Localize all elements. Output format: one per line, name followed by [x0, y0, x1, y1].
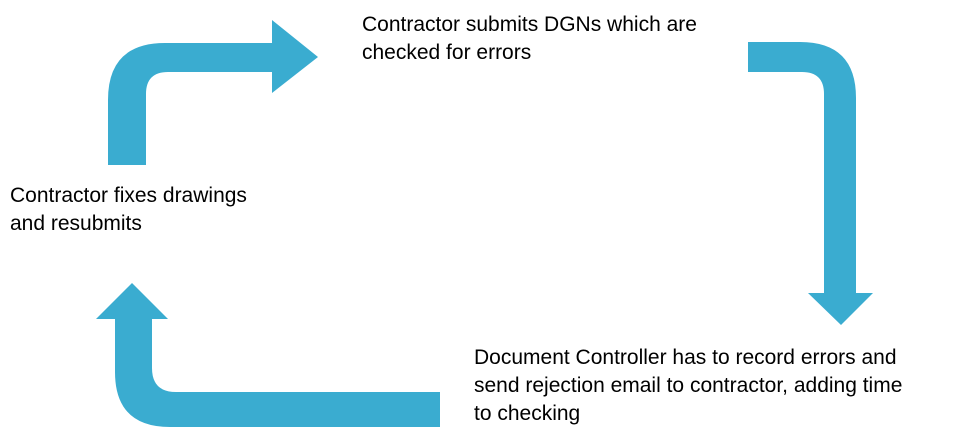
step-document-controller: Document Controller has to record errors… [474, 344, 902, 428]
step-text-line: Contractor fixes drawings [10, 184, 247, 207]
step-contractor-fixes: Contractor fixes drawings and resubmits [10, 182, 247, 238]
step-text-line: to checking [474, 402, 581, 425]
step-text-line: Document Controller has to record errors… [474, 346, 897, 369]
step-text-line: checked for errors [362, 41, 532, 64]
arrow-resubmit-to-submit [108, 20, 318, 165]
step-text-line: and resubmits [10, 212, 142, 235]
arrow-controller-to-fix [96, 283, 440, 427]
step-text-line: Contractor submits DGNs which are [362, 13, 697, 36]
arrow-submit-to-controller [748, 42, 873, 325]
step-contractor-submits: Contractor submits DGNs which are checke… [362, 11, 697, 67]
step-text-line: send rejection email to contractor, addi… [474, 374, 903, 397]
